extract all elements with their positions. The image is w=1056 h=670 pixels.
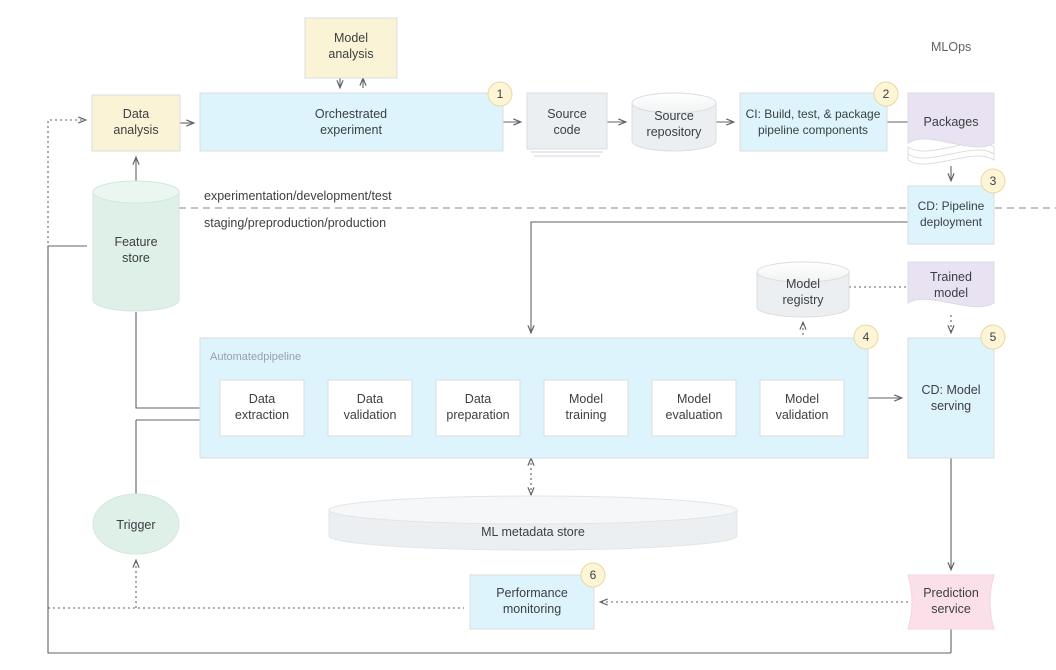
node-packages[interactable]: Packages xyxy=(907,92,995,165)
node-orchestrated-experiment[interactable] xyxy=(199,92,504,152)
node-model-registry-line2: registry xyxy=(783,293,825,307)
conn-cdpd-pipeline xyxy=(531,221,908,333)
env-label-bottom: staging/preproduction/production xyxy=(204,216,386,230)
node-trained-model[interactable]: Trained model xyxy=(907,261,995,308)
node-data-analysis-line2: analysis xyxy=(113,123,158,137)
conn-monitoring-to-data-analysis xyxy=(47,120,86,608)
node-cd-model-serving[interactable] xyxy=(907,337,995,459)
node-source-repository-line2: repository xyxy=(647,125,703,139)
node-data-extraction[interactable] xyxy=(219,379,305,437)
node-source-code-line2: code xyxy=(553,123,580,137)
node-model-analysis-line2: analysis xyxy=(328,47,373,61)
node-data-validation-line1: Data xyxy=(357,392,383,406)
node-ci-build-test-package[interactable] xyxy=(739,92,888,152)
node-model-evaluation-line2: evaluation xyxy=(666,408,723,422)
badge-4-circle[interactable] xyxy=(853,324,879,350)
badge-6-label: 6 xyxy=(590,568,597,582)
node-orchestrated-experiment-line1: Orchestrated xyxy=(315,107,387,121)
badge-4-label: 4 xyxy=(863,330,870,344)
conn-fs-pipeline-a xyxy=(135,312,214,408)
node-orchestrated-experiment-line2: experiment xyxy=(320,123,382,137)
node-ci-line2: pipeline components xyxy=(758,123,868,137)
node-model-training-line1: Model xyxy=(569,392,603,406)
node-ml-metadata-store-label: ML metadata store xyxy=(481,525,585,539)
badge-3-label: 3 xyxy=(990,174,997,188)
node-source-repository-line1: Source xyxy=(654,109,694,123)
node-model-registry[interactable]: Model registry xyxy=(756,261,850,318)
pipeline-stages: Data extraction Data validation Data pre… xyxy=(219,379,845,437)
node-model-evaluation[interactable] xyxy=(651,379,737,437)
badge-2-label: 2 xyxy=(883,87,890,101)
node-cd-pipeline-deployment[interactable] xyxy=(907,185,995,245)
node-serving-line1: CD: Model xyxy=(921,383,980,397)
node-feature-store[interactable]: Feature store xyxy=(92,180,180,312)
node-data-extraction-line1: Data xyxy=(249,392,275,406)
badge-5-circle[interactable] xyxy=(980,324,1006,350)
node-data-validation[interactable] xyxy=(327,379,413,437)
node-trigger-label: Trigger xyxy=(116,518,155,532)
badge-1-label: 1 xyxy=(497,87,504,101)
node-model-analysis-line1: Model xyxy=(334,31,368,45)
node-model-registry-line1: Model xyxy=(786,277,820,291)
node-model-validation-line1: Model xyxy=(785,392,819,406)
diagram-title: MLOps xyxy=(931,40,971,54)
node-source-code-line1: Source xyxy=(547,107,587,121)
node-serving-line2: serving xyxy=(931,399,971,413)
node-data-analysis[interactable] xyxy=(91,94,181,152)
node-cdpd-line2: deployment xyxy=(920,215,983,229)
node-data-preparation-line1: Data xyxy=(465,392,491,406)
node-data-preparation[interactable] xyxy=(435,379,521,437)
node-source-code[interactable]: Source code xyxy=(526,92,608,157)
node-model-evaluation-line1: Model xyxy=(677,392,711,406)
node-ci-line1: CI: Build, test, & package xyxy=(746,107,881,121)
node-prediction-line1: Prediction xyxy=(923,586,979,600)
node-data-preparation-line2: preparation xyxy=(446,408,509,422)
node-trigger[interactable] xyxy=(92,493,180,555)
automated-pipeline-label: Automatedpipeline xyxy=(210,351,301,363)
node-trained-model-line1: Trained xyxy=(930,270,972,284)
step-badges: 1 2 3 4 5 6 xyxy=(487,81,1006,588)
env-label-top: experimentation/development/test xyxy=(204,189,392,203)
node-data-extraction-line2: extraction xyxy=(235,408,289,422)
node-ml-metadata-store[interactable]: ML metadata store xyxy=(328,495,738,551)
node-model-validation[interactable] xyxy=(759,379,845,437)
node-monitoring-line1: Performance xyxy=(496,586,568,600)
node-data-analysis-line1: Data xyxy=(123,107,149,121)
node-feature-store-line1: Feature xyxy=(114,235,157,249)
node-model-analysis[interactable] xyxy=(304,17,398,79)
conn-prediction-to-feature-store xyxy=(47,245,951,654)
badge-1-circle[interactable] xyxy=(487,81,513,107)
badge-3-circle[interactable] xyxy=(980,168,1006,194)
node-packages-label: Packages xyxy=(924,115,979,129)
shapes-layer: Automatedpipeline Data analysis Model an… xyxy=(91,17,1006,630)
node-performance-monitoring[interactable] xyxy=(469,574,595,630)
node-trained-model-line2: model xyxy=(934,286,968,300)
node-monitoring-line2: monitoring xyxy=(503,602,561,616)
node-prediction-service[interactable] xyxy=(907,574,995,630)
badge-5-label: 5 xyxy=(990,330,997,344)
node-model-training-line2: training xyxy=(566,408,607,422)
node-data-validation-line2: validation xyxy=(344,408,397,422)
node-cdpd-line1: CD: Pipeline xyxy=(918,199,985,213)
badge-6-circle[interactable] xyxy=(580,562,606,588)
node-source-repository[interactable]: Source repository xyxy=(631,92,717,152)
node-model-validation-line2: validation xyxy=(776,408,829,422)
node-prediction-line2: service xyxy=(931,602,971,616)
automated-pipeline-container[interactable] xyxy=(199,337,869,459)
node-model-training[interactable] xyxy=(543,379,629,437)
source-code-body xyxy=(526,92,608,150)
node-feature-store-line2: store xyxy=(122,251,150,265)
badge-2-circle[interactable] xyxy=(873,81,899,107)
